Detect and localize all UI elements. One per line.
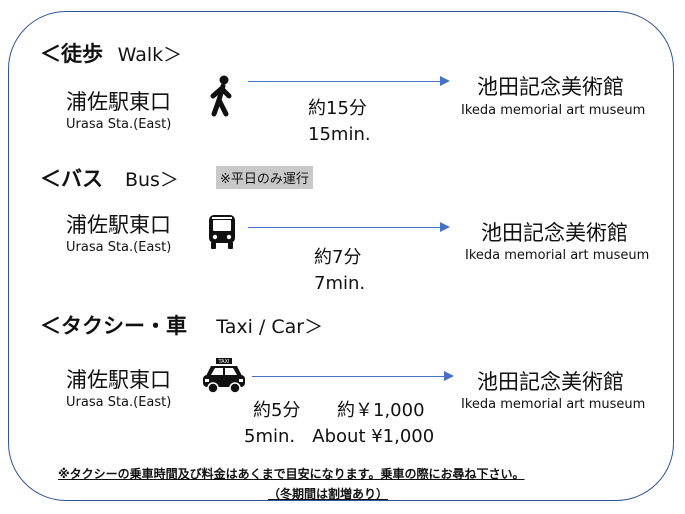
walk-arrow [248,76,450,86]
walk-station-ja: 浦佐駅東口 [66,90,171,114]
footer-note: ※タクシーの乗車時間及び料金はあくまで目安になります。乗車の際にお尋ね下さい。 [58,467,525,481]
bus-heading: ＜バス Bus＞ [40,167,179,191]
walk-station-en: Urasa Sta.(East) [66,117,172,132]
bus-note: ※平日のみ運行 [216,166,313,189]
taxi-time-ja: 約5分 [253,400,301,421]
footer-winter-note: （冬期間は割増あり） [268,487,389,501]
bus-station-ja: 浦佐駅東口 [66,213,171,237]
taxi-station-en: Urasa Sta.(East) [66,395,172,410]
taxi-icon: TAXI [203,358,245,394]
bus-dest-en: Ikeda memorial art museum [465,248,650,263]
bus-icon [209,215,235,249]
bus-dest-ja: 池田記念美術館 [481,221,628,245]
walk-dest-ja: 池田記念美術館 [477,75,624,99]
taxi-dest-ja: 池田記念美術館 [477,370,624,394]
taxi-time-fare-en: 5min. About ¥1,000 [244,426,435,447]
taxi-heading: ＜タクシー・車 Taxi / Car＞ [40,314,324,338]
rounded-frame [8,11,674,501]
walking-person-icon [210,75,232,117]
bus-arrow [248,222,450,232]
walk-time-en: 15min. [308,124,371,145]
walk-dest-en: Ikeda memorial art museum [461,103,646,118]
bus-station-en: Urasa Sta.(East) [66,240,172,255]
bus-time-en: 7min. [314,273,366,294]
walk-heading: ＜徒歩 Walk＞ [40,42,183,66]
walk-time-ja: 約15分 [308,98,367,119]
taxi-dest-en: Ikeda memorial art museum [461,397,646,412]
taxi-station-ja: 浦佐駅東口 [66,368,171,392]
taxi-arrow [252,371,454,381]
taxi-fare-ja: 約￥1,000 [337,400,425,421]
bus-time-ja: 約7分 [314,247,362,268]
taxi-sign: TAXI [218,359,230,365]
